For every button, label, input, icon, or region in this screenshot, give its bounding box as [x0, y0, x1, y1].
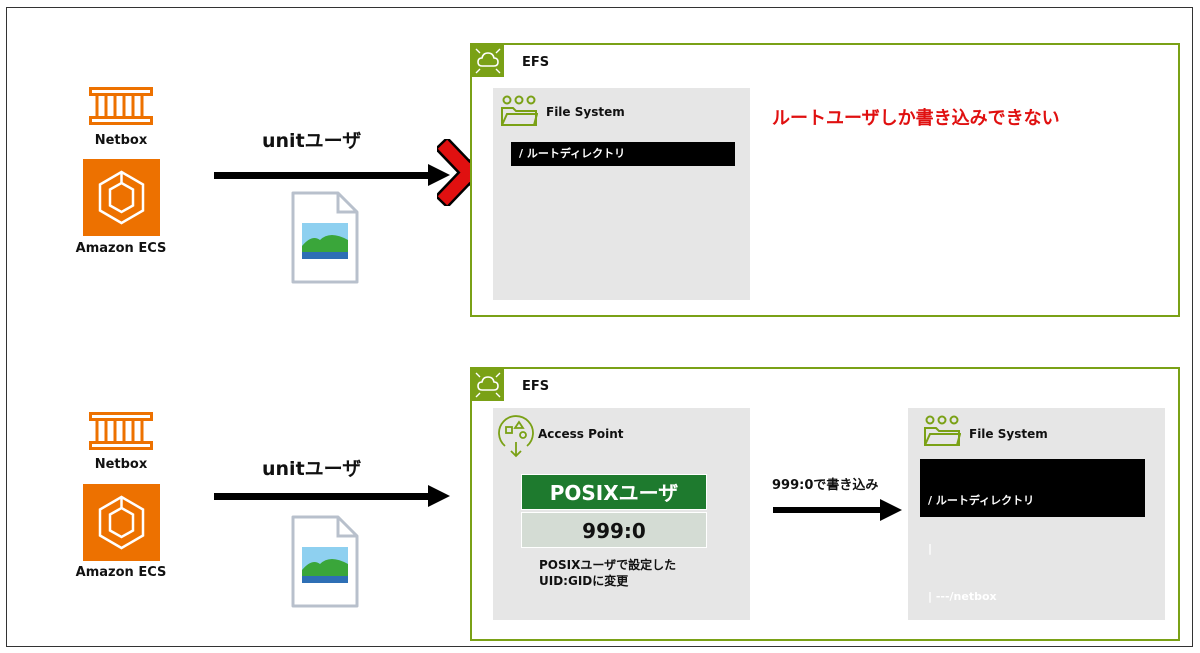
netbox-label: Netbox [94, 133, 148, 148]
posix-note-line1: POSIXユーザで設定した [539, 558, 677, 572]
arrow-head [428, 485, 450, 507]
file-system-icon [500, 95, 539, 127]
ecs-label: Amazon ECS [75, 241, 167, 256]
arrow-line [214, 172, 432, 179]
container-icon [89, 412, 153, 450]
file-system-title-top: File System [546, 105, 625, 119]
dir-tree-terminal: / ルートディレクトリ | | ---/netbox [920, 459, 1145, 603]
dir-line-pipe: | [928, 542, 933, 555]
access-point-icon [497, 414, 535, 458]
diagram-frame [6, 7, 1193, 647]
write-arrow-head [880, 499, 902, 521]
file-system-title-bottom: File System [969, 427, 1048, 441]
efs-title: EFS [522, 55, 550, 70]
image-file-icon [290, 190, 360, 285]
posix-user-value: 999:0 [521, 512, 707, 548]
dir-line-netbox: | ---/netbox [928, 590, 997, 603]
posix-note-line2: UID:GIDに変更 [539, 574, 629, 588]
write-arrow-line [773, 507, 883, 513]
efs-title: EFS [522, 379, 550, 394]
arrow-label: unitユーザ [262, 458, 362, 480]
arrow-head [428, 164, 450, 186]
efs-icon [472, 45, 504, 77]
arrow-label: unitユーザ [262, 130, 362, 152]
file-system-icon [923, 415, 962, 447]
access-point-title: Access Point [538, 427, 624, 441]
root-dir-terminal-top: / ルートディレクトリ [511, 142, 735, 166]
netbox-label: Netbox [94, 457, 148, 472]
ecs-icon [83, 159, 160, 236]
write-label: 999:0で書き込み [772, 478, 879, 493]
ecs-icon [83, 484, 160, 561]
container-icon [89, 87, 153, 125]
ecs-label: Amazon ECS [75, 565, 167, 580]
posix-user-header: POSIXユーザ [521, 474, 707, 510]
warning-text: ルートユーザしか書き込みできない [772, 108, 1060, 129]
efs-icon [472, 369, 504, 401]
image-file-icon [290, 514, 360, 609]
dir-line-root: / ルートディレクトリ [928, 494, 1035, 507]
arrow-line [214, 493, 432, 500]
